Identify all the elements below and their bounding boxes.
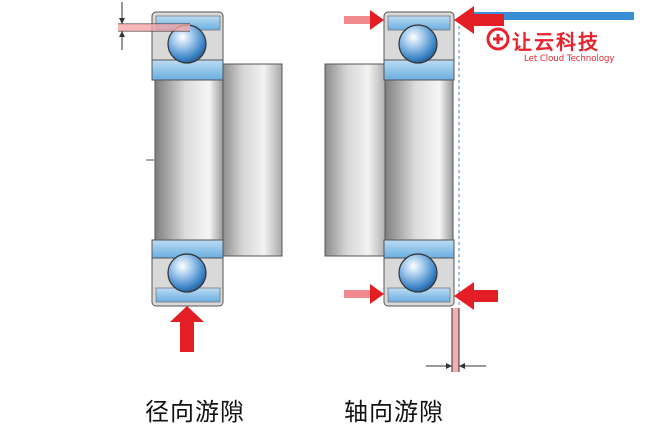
axial-force-arrows-left (344, 10, 384, 304)
radial-shaft (221, 63, 283, 257)
logo-name: 让云科技 (512, 30, 600, 54)
axial-clearance-indicator (426, 308, 486, 372)
axial-bearing (324, 6, 634, 372)
axial-ball-top (398, 24, 438, 64)
radial-inner-ring (154, 77, 224, 243)
axial-ball-bottom (398, 253, 438, 293)
radial-force-arrow (170, 306, 204, 352)
caption-radial-clearance: 径向游隙 (145, 398, 245, 426)
logo-tagline: Let Cloud Technology (524, 54, 615, 64)
axial-force-arrows-right (454, 6, 504, 310)
radial-clearance-indicator (118, 2, 190, 50)
accent-bar (470, 12, 634, 20)
radial-ball-bottom (167, 253, 207, 293)
axial-inner-ring (384, 77, 454, 243)
axial-shaft (324, 63, 388, 257)
radial-bearing (118, 2, 283, 352)
caption-axial-clearance: 轴向游隙 (344, 398, 444, 426)
logo-icon (486, 27, 510, 51)
brand-logo: 让云科技 Let Cloud Technology (486, 26, 626, 70)
